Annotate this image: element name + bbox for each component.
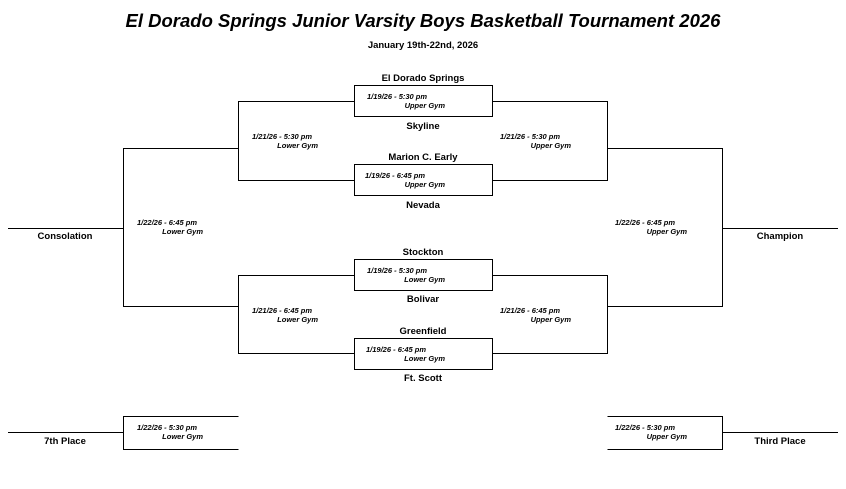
- game-info-seventh: 1/22/26 - 5:30 pm Lower Gym: [137, 423, 203, 441]
- semi-top-bracket: [492, 101, 608, 181]
- game-date: 1/19/26 - 5:30 pm: [367, 92, 428, 101]
- champion-label: Champion: [756, 231, 804, 242]
- game-location: Upper Gym: [530, 315, 571, 324]
- game-date: 1/19/26 - 6:45 pm: [365, 171, 426, 180]
- game-info-cons-bot: 1/21/26 - 6:45 pm Lower Gym: [252, 306, 318, 324]
- cons-final-bracket: [123, 148, 239, 307]
- game-info-champ-final: 1/22/26 - 6:45 pm Upper Gym: [615, 218, 687, 236]
- game-date: 1/19/26 - 5:30 pm: [367, 266, 428, 275]
- seventh-place-label: 7th Place: [44, 436, 86, 447]
- team-el-dorado-springs: El Dorado Springs: [381, 73, 465, 84]
- game-info-4: 1/19/26 - 6:45 pm Lower Gym: [366, 345, 445, 363]
- game-location: Upper Gym: [646, 432, 687, 441]
- game-location: Lower Gym: [277, 141, 318, 150]
- game-info-cons-top: 1/21/26 - 5:30 pm Lower Gym: [252, 132, 318, 150]
- game-date: 1/22/26 - 6:45 pm: [615, 218, 676, 227]
- game-info-semi-top: 1/21/26 - 5:30 pm Upper Gym: [500, 132, 571, 150]
- game-date: 1/22/26 - 5:30 pm: [615, 423, 676, 432]
- game-location: Upper Gym: [646, 227, 687, 236]
- game-location: Upper Gym: [404, 180, 445, 189]
- semi-bot-bracket: [492, 275, 608, 354]
- game-location: Upper Gym: [530, 141, 571, 150]
- team-greenfield: Greenfield: [399, 326, 447, 337]
- game-date: 1/21/26 - 6:45 pm: [252, 306, 313, 315]
- team-ft-scott: Ft. Scott: [404, 373, 442, 384]
- team-skyline: Skyline: [406, 121, 440, 132]
- game-location: Upper Gym: [404, 101, 445, 110]
- team-stockton: Stockton: [402, 247, 444, 258]
- champ-final-bracket: [607, 148, 723, 307]
- cons-bot-bracket: [238, 275, 355, 354]
- page-subtitle: January 19th-22nd, 2026: [367, 40, 479, 51]
- game-date: 1/21/26 - 6:45 pm: [500, 306, 561, 315]
- game-date: 1/22/26 - 6:45 pm: [137, 218, 198, 227]
- game-location: Lower Gym: [277, 315, 318, 324]
- game-location: Lower Gym: [404, 275, 445, 284]
- team-marion-c-early: Marion C. Early: [388, 152, 458, 163]
- game-info-3: 1/19/26 - 5:30 pm Lower Gym: [367, 266, 445, 284]
- game-date: 1/21/26 - 5:30 pm: [500, 132, 561, 141]
- game-date: 1/22/26 - 5:30 pm: [137, 423, 198, 432]
- game-info-third: 1/22/26 - 5:30 pm Upper Gym: [615, 423, 687, 441]
- page-title: El Dorado Springs Junior Varsity Boys Ba…: [125, 10, 721, 31]
- game-info-1: 1/19/26 - 5:30 pm Upper Gym: [367, 92, 445, 110]
- game-location: Lower Gym: [162, 432, 203, 441]
- game-date: 1/21/26 - 5:30 pm: [252, 132, 313, 141]
- team-nevada: Nevada: [406, 200, 440, 211]
- game-date: 1/19/26 - 6:45 pm: [366, 345, 427, 354]
- game-location: Lower Gym: [404, 354, 445, 363]
- cons-top-bracket: [238, 101, 355, 181]
- game-location: Lower Gym: [162, 227, 203, 236]
- game-info-2: 1/19/26 - 6:45 pm Upper Gym: [365, 171, 445, 189]
- game-info-semi-bot: 1/21/26 - 6:45 pm Upper Gym: [500, 306, 571, 324]
- team-bolivar: Bolivar: [406, 294, 440, 305]
- game-info-cons-final: 1/22/26 - 6:45 pm Lower Gym: [137, 218, 203, 236]
- consolation-label: Consolation: [37, 231, 93, 242]
- third-place-label: Third Place: [754, 436, 806, 447]
